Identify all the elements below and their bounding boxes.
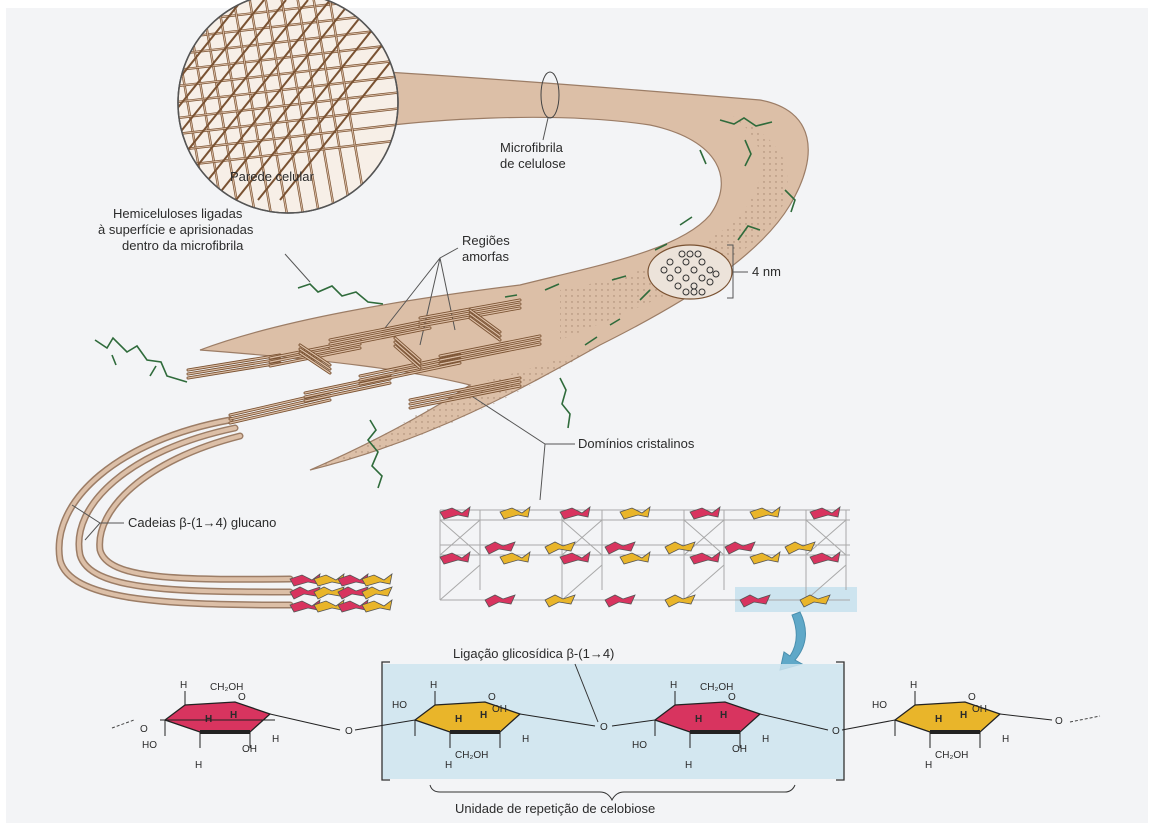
glycosidic-oxygen: O xyxy=(832,726,840,737)
microfibril-label-line1: Microfibrila xyxy=(500,140,564,155)
chem-label: H xyxy=(430,680,437,691)
chem-label: HO xyxy=(632,740,647,751)
repeat-unit-label: Unidade de repetição de celobiose xyxy=(455,801,655,816)
amorphous-label-line1: Regiões xyxy=(462,233,510,248)
cell-wall-label: Parede celular xyxy=(230,169,314,184)
amorphous-label-line2: amorfas xyxy=(462,249,509,264)
chem-label: O xyxy=(488,692,496,703)
chem-label: OH xyxy=(242,744,257,755)
chem-label: H xyxy=(925,760,932,771)
hemicellulose-label-line2: à superfície e aprisionadas xyxy=(98,222,254,237)
chem-label: H xyxy=(230,710,237,721)
hemicellulose-label-line1: Hemiceluloses ligadas xyxy=(113,206,243,221)
chem-label: H xyxy=(445,760,452,771)
hemicellulose-label-line3: dentro da microfibrila xyxy=(122,238,244,253)
crystalline-label: Domínios cristalinos xyxy=(578,436,695,451)
chem-label: H xyxy=(960,710,967,721)
chem-label: OH xyxy=(732,744,747,755)
chem-label: CH₂OH xyxy=(455,750,488,761)
glycosidic-bond-label: Ligação glicosídica β-(1→4) xyxy=(453,646,614,661)
chem-label: HO xyxy=(142,740,157,751)
chem-label: H xyxy=(695,714,702,725)
chem-label: H xyxy=(910,680,917,691)
chem-label: H xyxy=(685,760,692,771)
chem-label: H xyxy=(480,710,487,721)
chem-label: H xyxy=(180,680,187,691)
glycosidic-oxygen: O xyxy=(140,724,148,735)
chem-label: OH xyxy=(492,704,507,715)
cross-section xyxy=(648,245,732,299)
chem-label: CH₂OH xyxy=(210,682,243,693)
chem-label: H xyxy=(935,714,942,725)
chem-label: H xyxy=(272,734,279,745)
chem-label: H xyxy=(455,714,462,725)
chain-tip-units xyxy=(290,574,392,612)
glycosidic-oxygen: O xyxy=(345,726,353,737)
chem-label: H xyxy=(670,680,677,691)
chem-label: H xyxy=(1002,734,1009,745)
glycosidic-oxygen: O xyxy=(1055,716,1063,727)
chem-label: HO xyxy=(872,700,887,711)
microfibril-label-line2: de celulose xyxy=(500,156,566,171)
glycosidic-oxygen: O xyxy=(600,722,608,733)
chem-label: H xyxy=(522,734,529,745)
chem-label: CH₂OH xyxy=(935,750,968,761)
chem-label: O xyxy=(728,692,736,703)
chem-label: CH₂OH xyxy=(700,682,733,693)
chem-label: H xyxy=(720,710,727,721)
chem-label: H xyxy=(762,734,769,745)
chem-label: O xyxy=(238,692,246,703)
chem-label: H xyxy=(195,760,202,771)
glucan-chains-label: Cadeias β-(1→4) glucano xyxy=(128,515,276,530)
chem-label: O xyxy=(968,692,976,703)
scale-label: 4 nm xyxy=(752,264,781,279)
chem-label: OH xyxy=(972,704,987,715)
chem-label: HO xyxy=(392,700,407,711)
